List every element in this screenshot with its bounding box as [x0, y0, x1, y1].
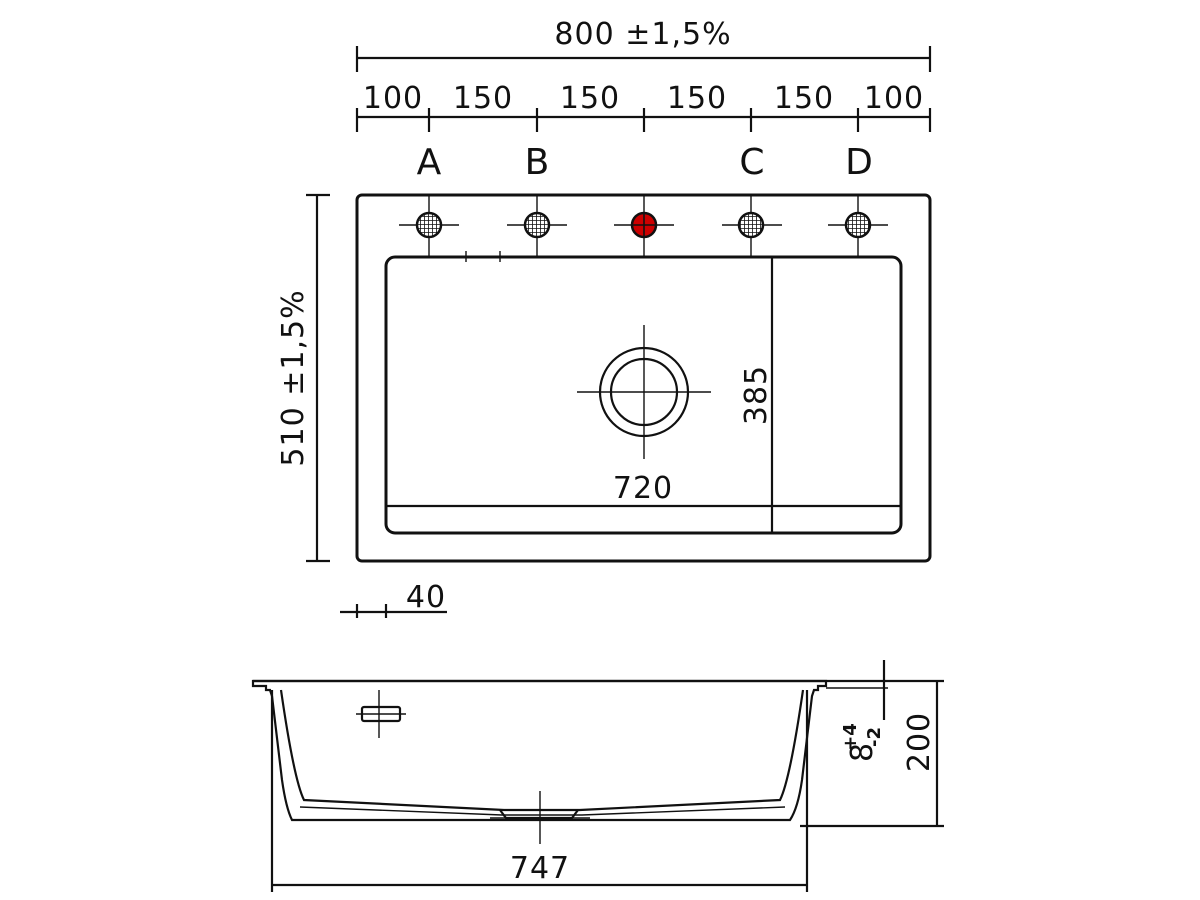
overall-width-label: 800 ±1,5% — [554, 17, 731, 52]
tolerance-plus-label: +4 — [840, 723, 861, 751]
overflow-symbol — [356, 690, 406, 738]
tap-label-b: B — [525, 142, 550, 183]
tap-hole-d — [828, 195, 888, 257]
tolerance-base-label: 8 — [845, 742, 880, 762]
overall-depth-label: 510 ±1,5% — [276, 289, 311, 466]
bowl-depth-label: 385 — [739, 365, 774, 425]
segment-label-1: 100 — [363, 81, 423, 116]
overall-width-dimension: 800 ±1,5% — [355, 17, 932, 72]
rim-offset-dimension: 40 — [340, 580, 447, 618]
segment-label-6: 100 — [864, 81, 924, 116]
overall-depth-dimension: 510 ±1,5% — [276, 193, 330, 563]
drain — [577, 325, 711, 459]
tap-hole-b — [507, 195, 567, 257]
segment-label-2: 150 — [453, 81, 513, 116]
segment-dimension-line — [355, 108, 932, 132]
bowl-depth-dimension: 385 — [739, 257, 774, 533]
tap-hole-center — [614, 195, 674, 257]
tap-label-d: D — [845, 142, 873, 183]
bowl-width-dimension: 720 — [386, 471, 901, 508]
rim-offset-label: 40 — [406, 580, 446, 615]
height-label: 200 — [902, 712, 937, 772]
tolerance-minus-label: -2 — [864, 727, 885, 747]
tap-label-c: C — [739, 142, 764, 183]
tap-hole-c — [722, 195, 782, 257]
bottom-width-dimension: 747 — [270, 690, 809, 892]
bottom-width-label: 747 — [510, 851, 570, 886]
tap-label-a: A — [417, 142, 442, 183]
segment-label-4: 150 — [667, 81, 727, 116]
bowl-width-label: 720 — [613, 471, 673, 506]
height-dimension: 200 — [800, 679, 944, 828]
sink-section-view — [251, 679, 828, 844]
segment-label-5: 150 — [774, 81, 834, 116]
segment-label-3: 150 — [560, 81, 620, 116]
rim-thickness-dimension: 8 +4 -2 — [826, 660, 888, 762]
tap-hole-a — [399, 195, 459, 257]
